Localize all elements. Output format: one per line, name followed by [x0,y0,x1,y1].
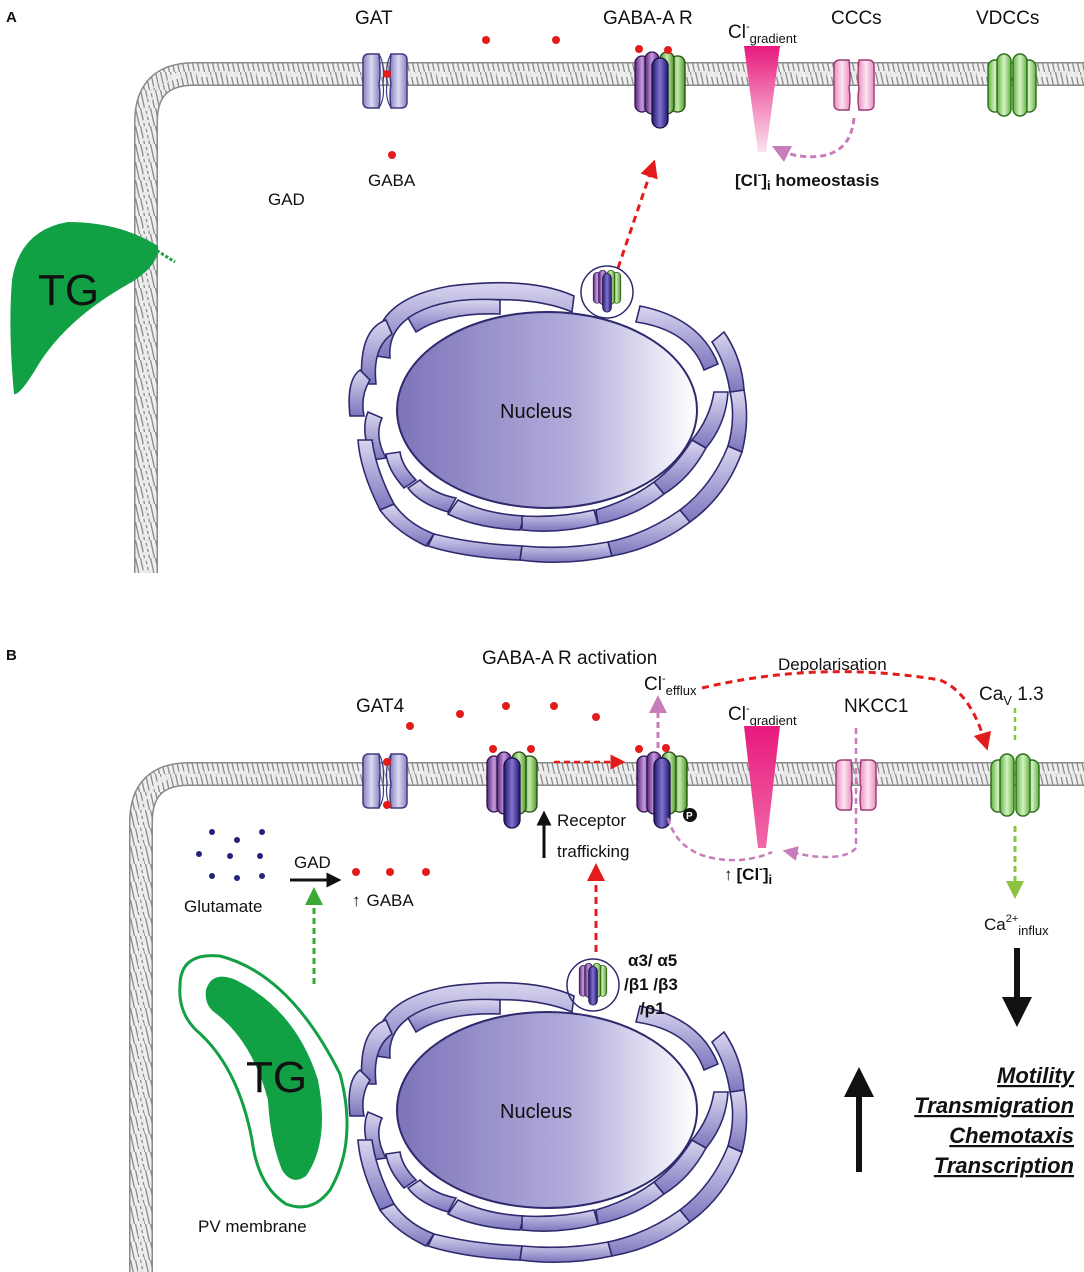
subunit-label-2: /β1 /β3 [624,975,678,994]
homeostasis-arrow-a [771,117,856,163]
gad-label-b: GAD [294,853,331,872]
nkcc1-flux-arrow [782,728,858,861]
cli-label: ↑[Cl-]i [724,863,772,887]
glutamate-dots [196,829,265,881]
cl-recirculation-arrow [666,817,773,862]
gaba-dot [662,744,670,752]
gaba-dot [352,868,360,876]
tg-organelle-a [10,222,159,395]
pv-membrane-label: PV membrane [198,1217,307,1236]
gaba-dot [664,46,672,54]
outcome-transcription: Transcription [934,1153,1074,1178]
gaba-dot [386,868,394,876]
plasma-membrane-b [129,762,1084,1272]
gaba-dot [502,702,510,710]
vdccs-label: VDCCs [976,8,1039,29]
gaba-dot [383,801,391,809]
gaba-dot [592,713,600,721]
gabaa-receptor-b-active [636,751,688,829]
gaba-label-b: ↑GABA [352,891,414,910]
panel-b-letter: B [6,647,17,664]
cl-gradient-label-b: Cl-gradient [728,703,797,728]
tg-label-a: TG [38,266,99,315]
gaba-dot [482,36,490,44]
subunit-label-3: /ρ1 [640,999,665,1018]
cl-gradient-wedge-a [744,46,780,152]
gaba-dot [383,758,391,766]
nkcc1-label: NKCC1 [844,696,908,717]
er-receptor-a [592,269,622,313]
outcome-transmigration: Transmigration [914,1093,1074,1118]
outcome-motility: Motility [997,1063,1076,1088]
glutamate-label: Glutamate [184,897,262,916]
gabaa-receptor-b-inactive [486,751,538,829]
er-receptor-circle-a [580,265,634,319]
nucleus-label-b: Nucleus [500,1101,572,1123]
er-receptor-b [578,962,608,1006]
nucleus-b [396,1011,698,1209]
cl-gradient-wedge-b [744,726,780,848]
gabaa-receptor-a [634,51,686,129]
cccs-label: CCCs [831,8,882,29]
outcome-chemotaxis: Chemotaxis [949,1123,1074,1148]
receptor-trafficking-label-1: Receptor [557,811,626,830]
gaba-dot [550,702,558,710]
gaba-dot [635,45,643,53]
gaba-dot [456,710,464,718]
depolarisation-arrow [701,670,992,751]
endoplasmic-reticulum-b [348,981,748,1264]
gat4-label: GAT4 [356,696,405,717]
ca-influx-label: Ca2+influx [984,913,1049,938]
gaba-dot [388,151,396,159]
trafficking-arrow-a [616,159,658,269]
gaba-dot [635,745,643,753]
subunit-label-1: α3/ α5 [628,951,677,970]
gad-label-a: GAD [268,190,305,209]
gaba-dot [527,745,535,753]
nucleus-a [396,311,698,509]
cl-gradient-label-a: Cl-gradient [728,21,797,46]
gabaa-activation-label: GABA-A R activation [482,648,657,669]
receptor-trafficking-label-2: trafficking [557,842,629,861]
endoplasmic-reticulum-a [348,281,748,564]
depolarisation-label: Depolarisation [778,655,887,674]
panel-a-letter: A [6,9,17,26]
gaba-dot [422,868,430,876]
gaba-dot [552,36,560,44]
gat-label: GAT [355,8,393,29]
gaba-dot [406,722,414,730]
tg-organelle-b [205,976,322,1180]
cl-efflux-label: Cl-efflux [644,673,697,698]
tg-label-b: TG [246,1053,307,1102]
er-receptor-circle-b [566,958,620,1012]
gaba-dot [383,70,391,78]
gaba-label-a: GABA [368,171,416,190]
phosphorylation-label: P [686,811,693,822]
plasma-membrane-a [134,62,1084,573]
cav13-label: CaV 1.3 [979,684,1044,708]
tg-membrane-contact-a [139,238,176,264]
gaba-dot [489,745,497,753]
nucleus-label-a: Nucleus [500,401,572,423]
gabaa-receptor-label: GABA-A R [603,8,693,29]
phosphorylation-icon [683,808,697,822]
cl-homeostasis-label: [Cl-]i homeostasis [735,169,879,193]
